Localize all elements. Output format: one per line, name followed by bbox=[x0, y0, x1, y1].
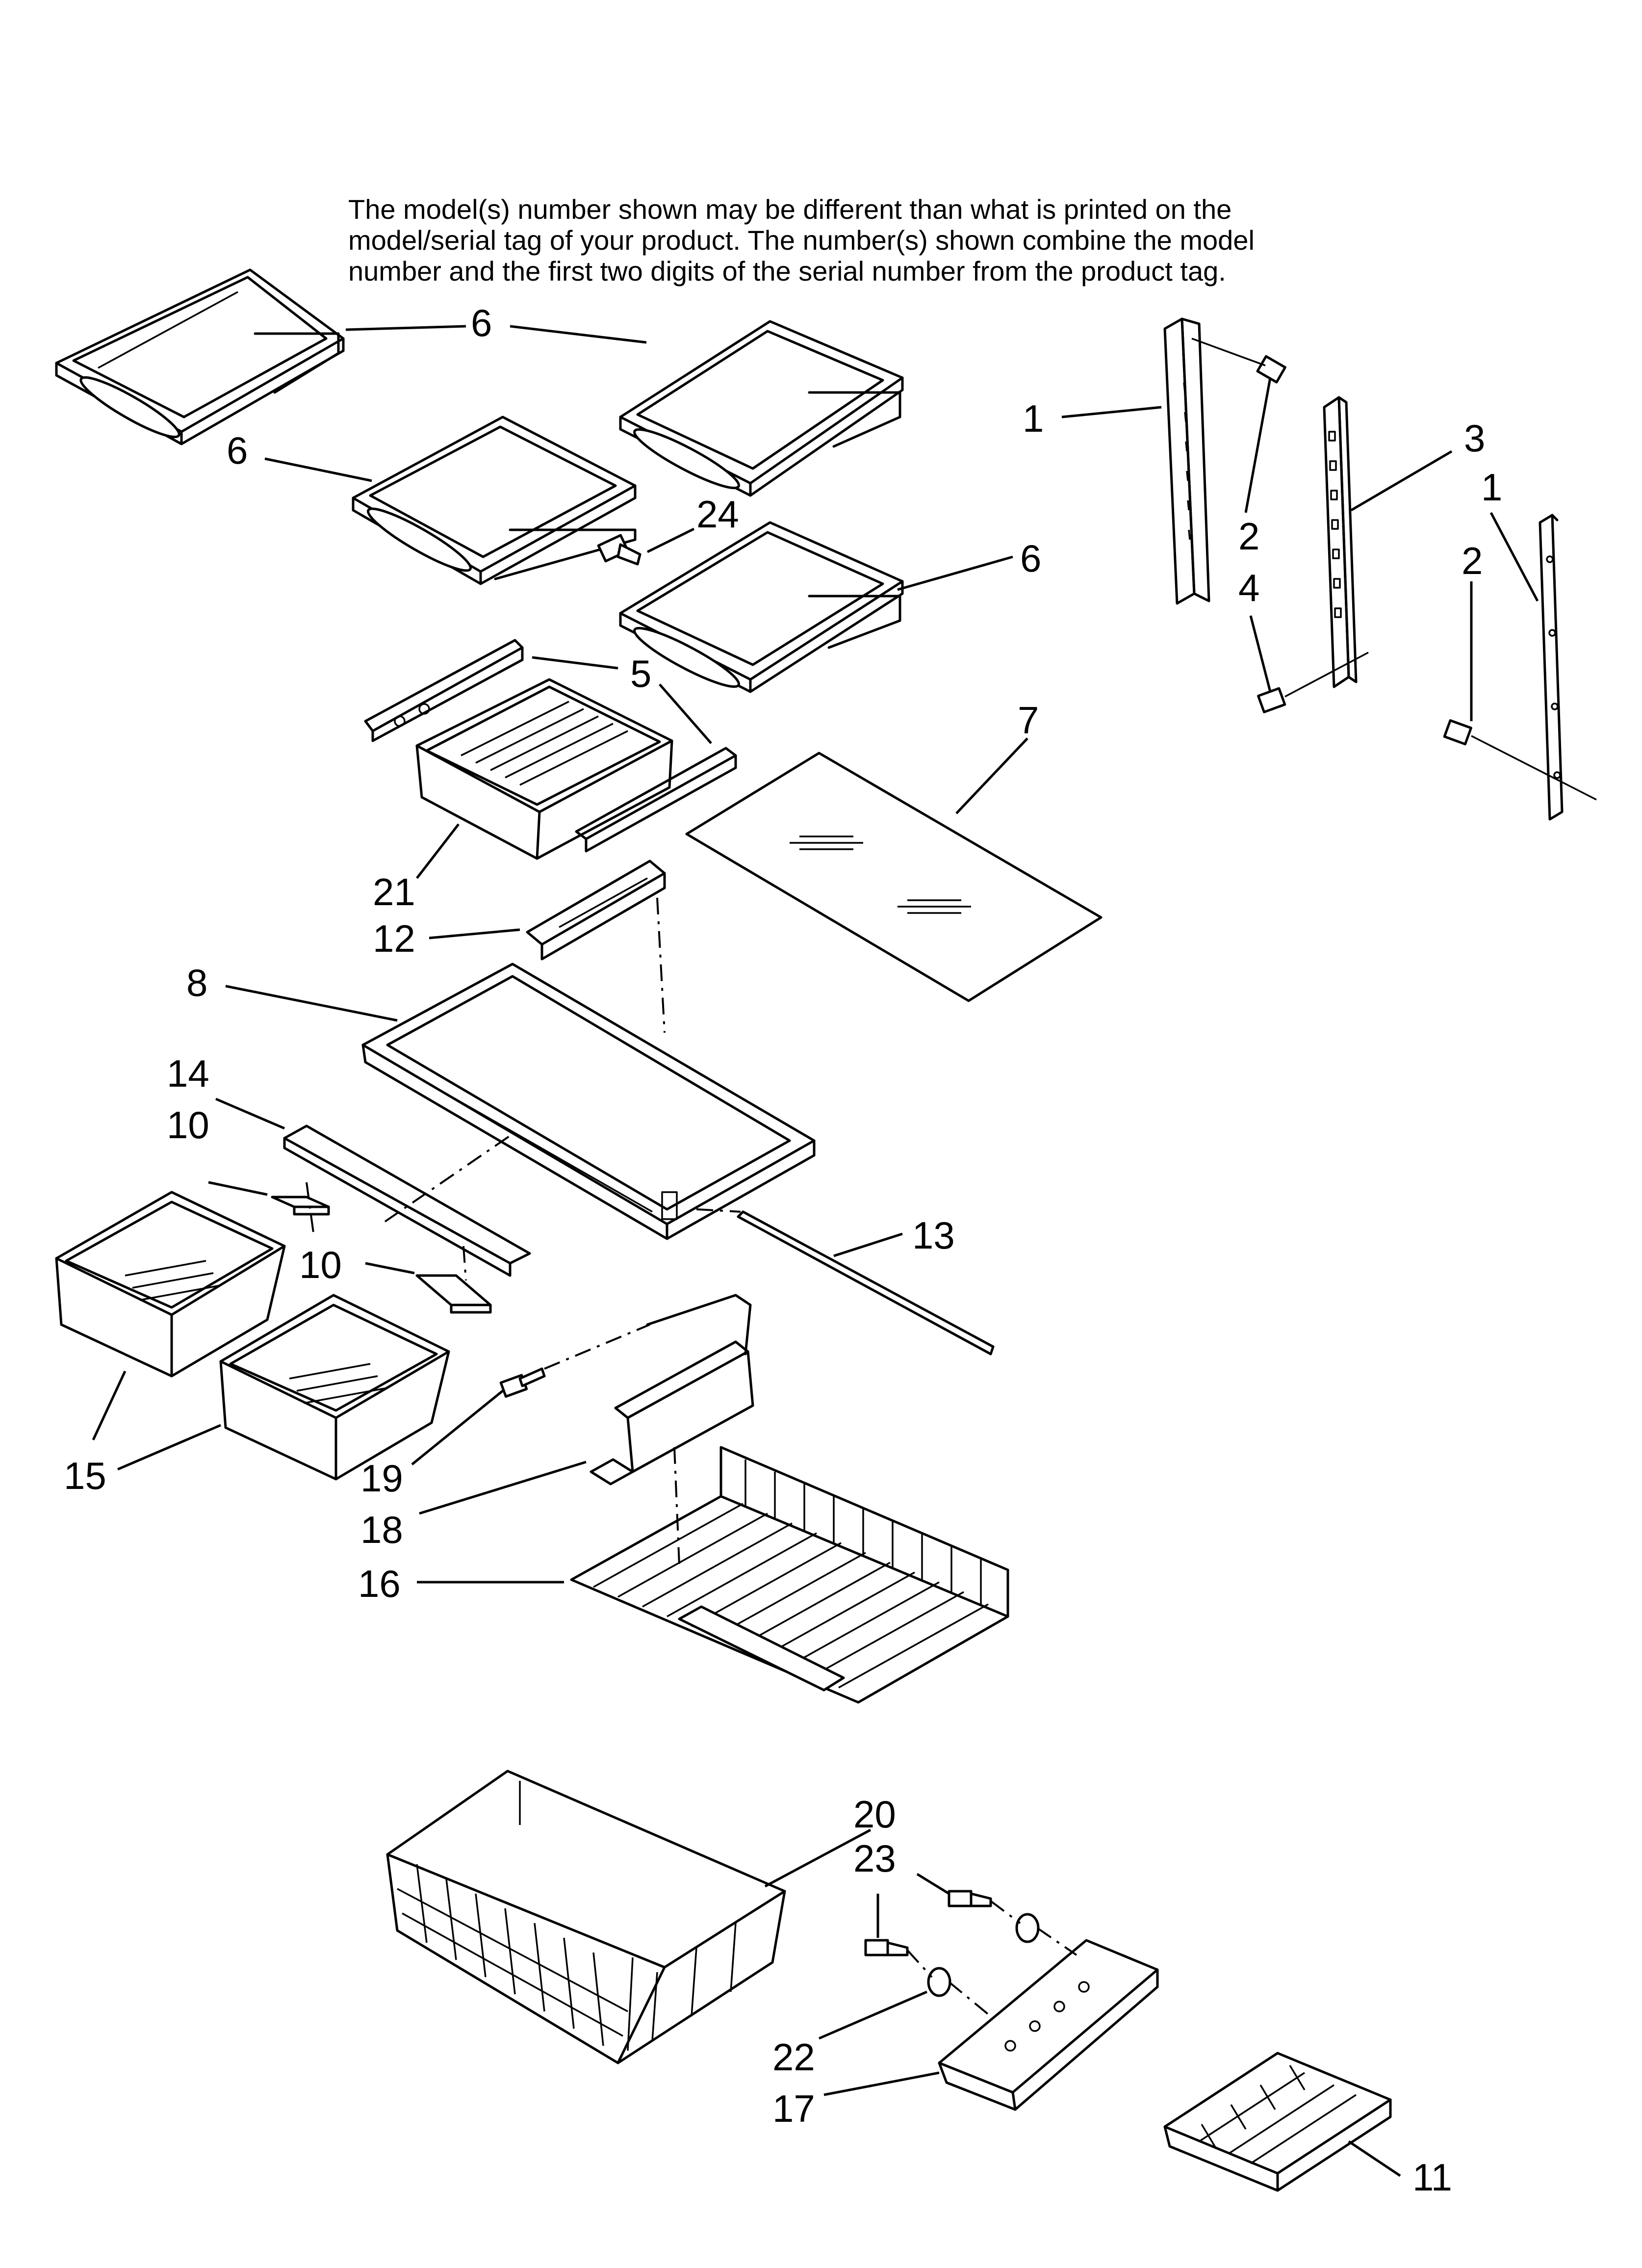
cover-clip-lower bbox=[415, 1274, 492, 1314]
wire-shelf bbox=[570, 1446, 1009, 1704]
divider-screw bbox=[499, 1367, 546, 1398]
callout-20: 20 bbox=[853, 1793, 896, 1836]
glass-panel bbox=[685, 752, 1103, 1002]
callout-23: 23 bbox=[853, 1837, 896, 1880]
callout-12: 12 bbox=[373, 917, 415, 960]
callout-6: 6 bbox=[471, 301, 492, 344]
callout-11: 11 bbox=[1412, 2156, 1452, 2199]
callout-10: 10 bbox=[299, 1243, 342, 1286]
shelf-ladder-center bbox=[1323, 396, 1358, 688]
bin-screw-right bbox=[948, 1890, 992, 1907]
callout-4: 4 bbox=[1238, 566, 1259, 609]
glass-shelf-middle-right bbox=[619, 521, 904, 693]
callout-24: 24 bbox=[696, 493, 739, 536]
callout-21: 21 bbox=[373, 870, 415, 913]
ice-cube-tray bbox=[1163, 2052, 1392, 2192]
callout-6: 6 bbox=[227, 429, 248, 472]
bin-screw-left bbox=[864, 1939, 909, 1956]
washer-left bbox=[927, 1967, 951, 1997]
callout-19: 19 bbox=[360, 1457, 403, 1500]
shelf-screw bbox=[597, 534, 641, 566]
callout-10: 10 bbox=[167, 1103, 209, 1147]
shelf-ladder-left bbox=[1163, 317, 1210, 605]
callout-13: 13 bbox=[912, 1214, 955, 1257]
slide-cover bbox=[526, 860, 666, 961]
shelf-ladder-right bbox=[1539, 514, 1564, 821]
crisper-cover-strip bbox=[283, 1124, 531, 1277]
callout-16: 16 bbox=[358, 1562, 401, 1605]
callout-17: 17 bbox=[772, 2087, 815, 2130]
callout-14: 14 bbox=[167, 1052, 209, 1095]
ice-storage-bin bbox=[938, 1939, 1159, 2111]
model-number-notice: The model(s) number shown may be differe… bbox=[348, 194, 1255, 287]
callout-5: 5 bbox=[630, 652, 651, 695]
callout-22: 22 bbox=[772, 2035, 815, 2079]
shelf-frame bbox=[361, 963, 816, 1240]
callout-15: 15 bbox=[64, 1454, 106, 1497]
callout-18: 18 bbox=[360, 1508, 403, 1551]
callout-2: 2 bbox=[1462, 539, 1483, 582]
callout-2: 2 bbox=[1238, 515, 1259, 558]
cover-clip-upper bbox=[271, 1196, 330, 1216]
callout-1: 1 bbox=[1023, 397, 1044, 440]
callout-7: 7 bbox=[1018, 699, 1039, 742]
glass-shelf-top-right bbox=[619, 320, 904, 497]
callout-8: 8 bbox=[186, 961, 207, 1004]
callout-6: 6 bbox=[1020, 537, 1041, 580]
crisper-drawer-right bbox=[219, 1294, 450, 1481]
washer-right bbox=[1015, 1913, 1040, 1943]
callout-labels: 6 6 6 24 5 7 21 12 8 14 10 10 13 15 19 1… bbox=[64, 301, 1502, 2199]
crisper-drawer-left bbox=[55, 1191, 286, 1378]
drawer-slide-rail-left bbox=[364, 639, 524, 742]
deli-drawer bbox=[415, 678, 673, 860]
wire-basket bbox=[386, 1770, 786, 2064]
divider-rod bbox=[737, 1210, 995, 1356]
callout-1: 1 bbox=[1481, 466, 1502, 509]
leader-lines bbox=[92, 325, 1539, 2177]
glass-shelf-top-left bbox=[55, 268, 345, 445]
ladder-screw-3 bbox=[1443, 719, 1472, 746]
callout-3: 3 bbox=[1464, 417, 1485, 460]
glass-shelf-middle-left bbox=[352, 416, 637, 585]
freezer-divider bbox=[590, 1294, 754, 1486]
ladder-screw-2 bbox=[1257, 687, 1286, 713]
